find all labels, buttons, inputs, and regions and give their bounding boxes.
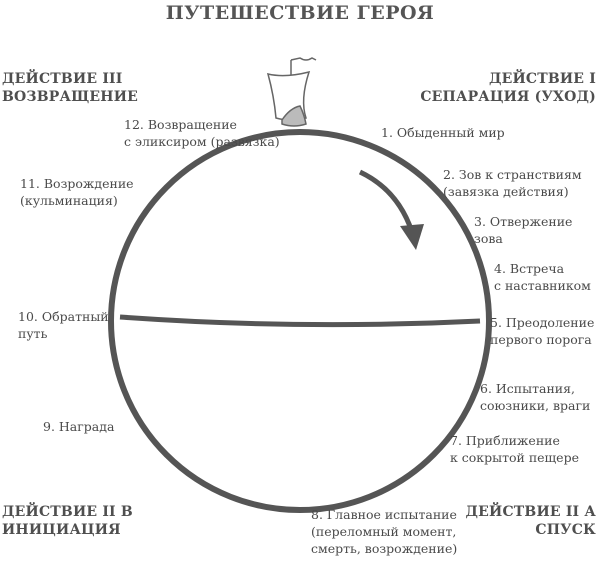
stage-4: 4. Встреча с наставником bbox=[494, 260, 591, 294]
act-number: ДЕЙСТВИЕ II А bbox=[465, 504, 596, 520]
diagram-title: ПУТЕШЕСТВИЕ ГЕРОЯ bbox=[165, 2, 435, 24]
text-line: смерть, возрождение) bbox=[311, 541, 458, 556]
stage-3: 3. Отвержение зова bbox=[474, 213, 572, 247]
text-line: (кульминация) bbox=[20, 193, 118, 208]
act-name: СЕПАРАЦИЯ (УХОД) bbox=[420, 89, 596, 105]
stage-9: 9. Награда bbox=[43, 418, 114, 435]
act2a-label: ДЕЙСТВИЕ II А СПУСК bbox=[466, 503, 597, 539]
act1-label: ДЕЙСТВИЕ I СЕПАРАЦИЯ (УХОД) bbox=[420, 70, 596, 106]
act-name: ВОЗВРАЩЕНИЕ bbox=[2, 89, 138, 105]
text-line: с эликсиром (развязка) bbox=[124, 134, 280, 149]
stage-12: 12. Возвращение с эликсиром (развязка) bbox=[124, 116, 280, 150]
stage-7: 7. Приближение к сокрытой пещере bbox=[450, 432, 579, 466]
text-line: 11. Возрождение bbox=[20, 176, 134, 191]
equator-line bbox=[119, 314, 481, 328]
text-line: 9. Награда bbox=[43, 419, 115, 434]
act-number: ДЕЙСТВИЕ II В bbox=[2, 504, 133, 520]
act-number: ДЕЙСТВИЕ I bbox=[488, 71, 596, 87]
text-line: (завязка действия) bbox=[443, 184, 569, 199]
stage-2: 2. Зов к странствиям (завязка действия) bbox=[443, 166, 582, 200]
text-line: 3. Отвержение bbox=[474, 214, 573, 229]
stage-11: 11. Возрождение (кульминация) bbox=[20, 175, 134, 209]
stage-10: 10. Обратный путь bbox=[18, 308, 109, 342]
direction-arrow bbox=[358, 169, 415, 233]
stage-6: 6. Испытания, союзники, враги bbox=[480, 380, 590, 414]
text-line: путь bbox=[18, 326, 48, 341]
text-line: к сокрытой пещере bbox=[450, 450, 579, 465]
text-line: 1. Обыденный мир bbox=[381, 125, 505, 140]
arrowhead-icon bbox=[400, 224, 424, 250]
text-line: 12. Возвращение bbox=[124, 117, 237, 132]
text-line: с наставником bbox=[494, 278, 591, 293]
text-line: зова bbox=[474, 231, 503, 246]
act-name: СПУСК bbox=[535, 522, 596, 538]
act-number: ДЕЙСТВИЕ III bbox=[2, 71, 123, 87]
text-line: 5. Преодоление bbox=[490, 315, 595, 330]
text-line: 7. Приближение bbox=[450, 433, 560, 448]
text-line: 10. Обратный bbox=[18, 309, 109, 324]
ship-icon bbox=[266, 57, 317, 127]
stage-5: 5. Преодоление первого порога bbox=[490, 314, 594, 348]
act2b-label: ДЕЙСТВИЕ II В ИНИЦИАЦИЯ bbox=[2, 503, 133, 539]
text-line: первого порога bbox=[490, 332, 592, 347]
text-line: союзники, враги bbox=[480, 398, 591, 413]
act3-label: ДЕЙСТВИЕ III ВОЗВРАЩЕНИЕ bbox=[2, 70, 138, 106]
text-line: 4. Встреча bbox=[494, 261, 565, 276]
act-name: ИНИЦИАЦИЯ bbox=[2, 522, 121, 538]
stage-8: 8. Главное испытание (переломный момент, с… bbox=[311, 506, 457, 557]
text-line: 6. Испытания, bbox=[480, 381, 575, 396]
text-line: 2. Зов к странствиям bbox=[443, 167, 582, 182]
journey-circle bbox=[108, 129, 492, 513]
stage-1: 1. Обыденный мир bbox=[381, 124, 505, 141]
text-line: (переломный момент, bbox=[311, 524, 457, 539]
text-line: 8. Главное испытание bbox=[311, 507, 457, 522]
